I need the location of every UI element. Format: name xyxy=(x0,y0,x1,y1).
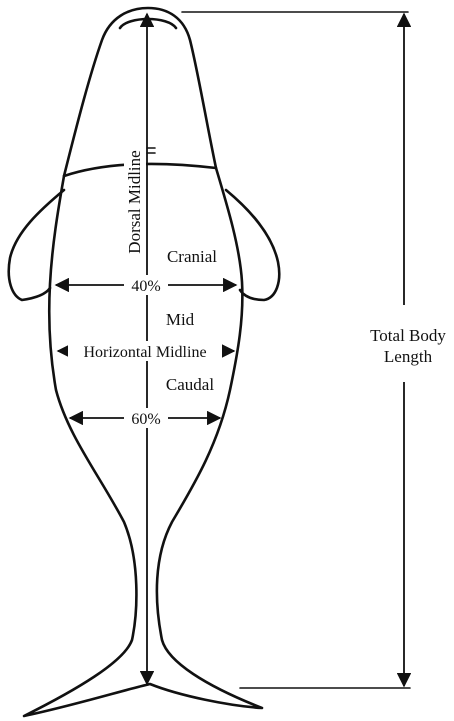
forty-percent-label: 40% xyxy=(131,278,160,295)
dorsal-midline-label: Dorsal Midline xyxy=(125,150,144,253)
cranial-label: Cranial xyxy=(167,247,217,266)
right-pectoral-fin xyxy=(226,190,279,300)
mid-label: Mid xyxy=(166,310,195,329)
whale-body-outline xyxy=(24,8,262,716)
sixty-percent-label: 60% xyxy=(131,411,160,428)
blowhole-mark xyxy=(147,148,155,153)
horizontal-midline-label: Horizontal Midline xyxy=(83,344,206,361)
left-pectoral-fin xyxy=(9,190,64,300)
total-body-length-label-line1: Total Body xyxy=(370,326,446,345)
head-rostrum-outline xyxy=(120,19,176,28)
total-body-length-label-line2: Length xyxy=(384,347,433,366)
caudal-label: Caudal xyxy=(166,375,214,394)
